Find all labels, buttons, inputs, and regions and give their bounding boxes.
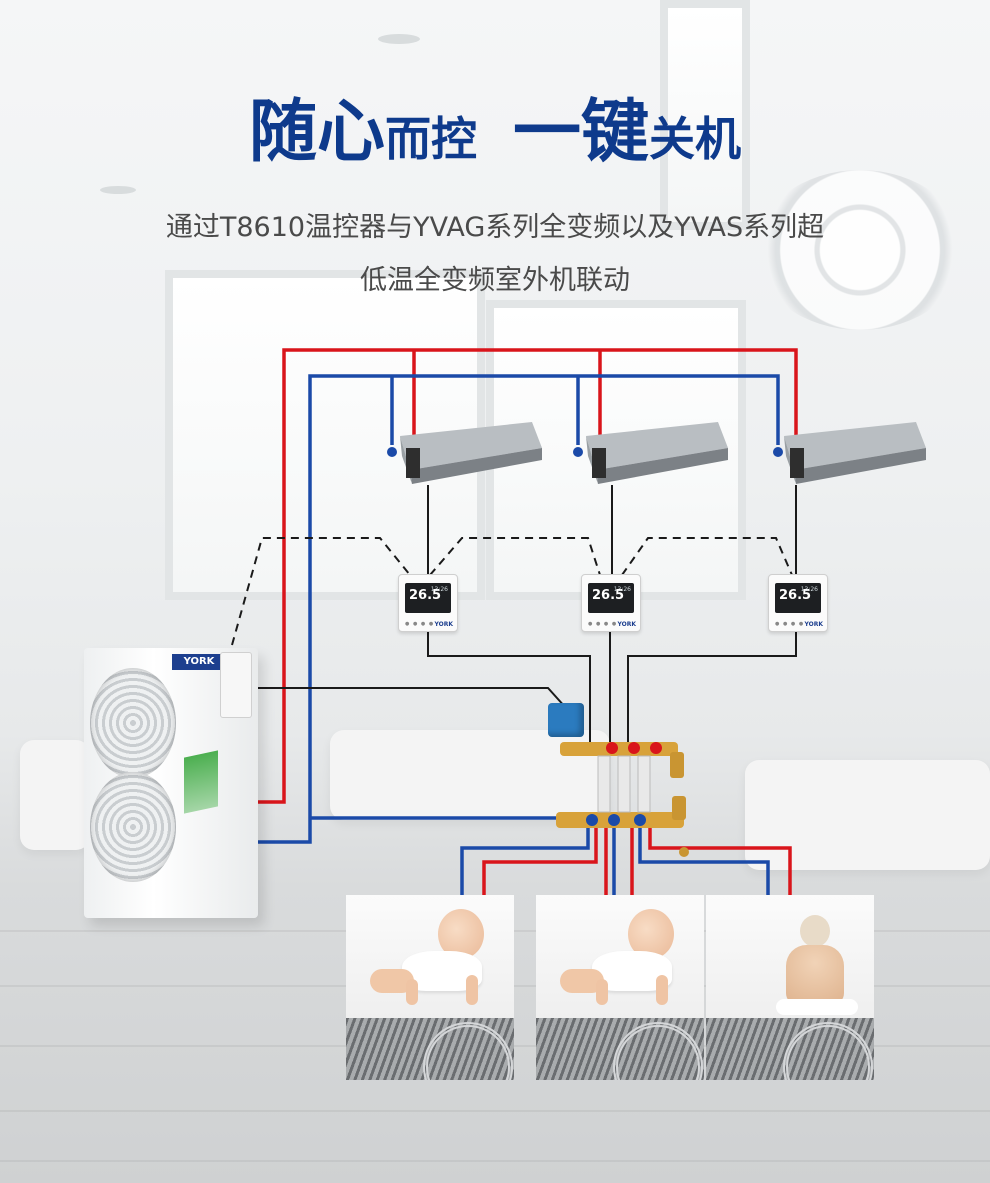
subtitle-line2: 低温全变频室外机联动 [360,265,630,296]
baby-head [628,909,674,959]
thermostat-brand: YORK [617,621,636,628]
thermostat-screen: 26.5 13:26 [405,583,451,613]
thermostat-clock: 13:26 [800,586,818,593]
floor-plank [0,1110,990,1112]
background-sofa [20,740,90,850]
cold-pipe [258,374,780,844]
thermostat-buttons: ● ● ● ● [405,621,435,627]
ceiling-light [100,186,136,194]
baby-head [438,909,484,959]
thermostat-temp: 26.5 [592,588,625,603]
woman-skirt [776,999,858,1015]
ceiling-light [378,34,420,44]
room-baby-1 [346,895,514,1080]
headline-part2-big: 一键 [513,93,650,172]
woman-back [786,945,844,1005]
signal-wire [258,687,567,709]
comm-dashed-line [429,537,601,576]
baby-arm [406,979,418,1005]
subtitle-line1: 通过T8610温控器与YVAG系列全变频以及YVAS系列超 [165,212,825,243]
thermostat[interactable]: 26.5 13:26 ● ● ● ● YORK [581,574,641,632]
pendant-lamp [755,170,965,330]
fan-grille-icon [90,668,176,778]
hot-pipe [482,826,598,898]
woman-head [800,915,830,947]
thermostat[interactable]: 26.5 13:26 ● ● ● ● YORK [398,574,458,632]
room-woman [706,895,874,1080]
outdoor-unit-brand: YORK [172,654,226,670]
thermostat-screen: 26.5 13:26 [588,583,634,613]
cold-pipe [638,826,770,898]
background-sofa [745,760,990,870]
valve-actuator [548,703,584,737]
comm-dashed-line [231,537,411,646]
headline-part2-small: 关机 [649,112,742,166]
baby-arm [596,979,608,1005]
indoor-duct-unit [400,422,542,484]
thermostat-clock: 13:26 [430,586,448,593]
headline-part1-big: 随心 [248,93,385,172]
room-baby-2 [536,895,704,1080]
floor-heating-coil [536,1018,704,1080]
floor-heating-coil [706,1018,874,1080]
thermostat-brand: YORK [434,621,453,628]
headline-part1-small: 而控 [385,112,477,166]
cold-pipe [460,826,590,898]
outdoor-control-box [220,652,252,718]
thermostat-buttons: ● ● ● ● [588,621,618,627]
thermostat[interactable]: 26.5 13:26 ● ● ● ● YORK [768,574,828,632]
thermostat-temp: 26.5 [409,588,442,603]
thermostat-buttons: ● ● ● ● [775,621,805,627]
indoor-duct-unit [586,422,728,484]
baby-arm [466,975,478,1005]
hot-pipe [648,826,792,898]
floor-plank [0,1160,990,1162]
fan-grille-icon [90,772,176,882]
headline: 随心而控一键关机 [0,76,990,175]
hot-pipe [258,348,798,804]
outdoor-unit: YORK [84,648,258,918]
comm-dashed-line [621,537,793,576]
floor-heating-coil [346,1018,514,1080]
energy-label-sticker [184,750,218,814]
thermostat-clock: 13:26 [613,586,631,593]
thermostat-screen: 26.5 13:26 [775,583,821,613]
thermostat-temp: 26.5 [779,588,812,603]
signal-wire [427,630,591,745]
thermostat-brand: YORK [804,621,823,628]
baby-arm [656,975,668,1005]
background-window [660,0,750,230]
indoor-duct-unit [784,422,926,484]
signal-wire [627,630,797,745]
floor-heating-manifold [556,742,689,857]
